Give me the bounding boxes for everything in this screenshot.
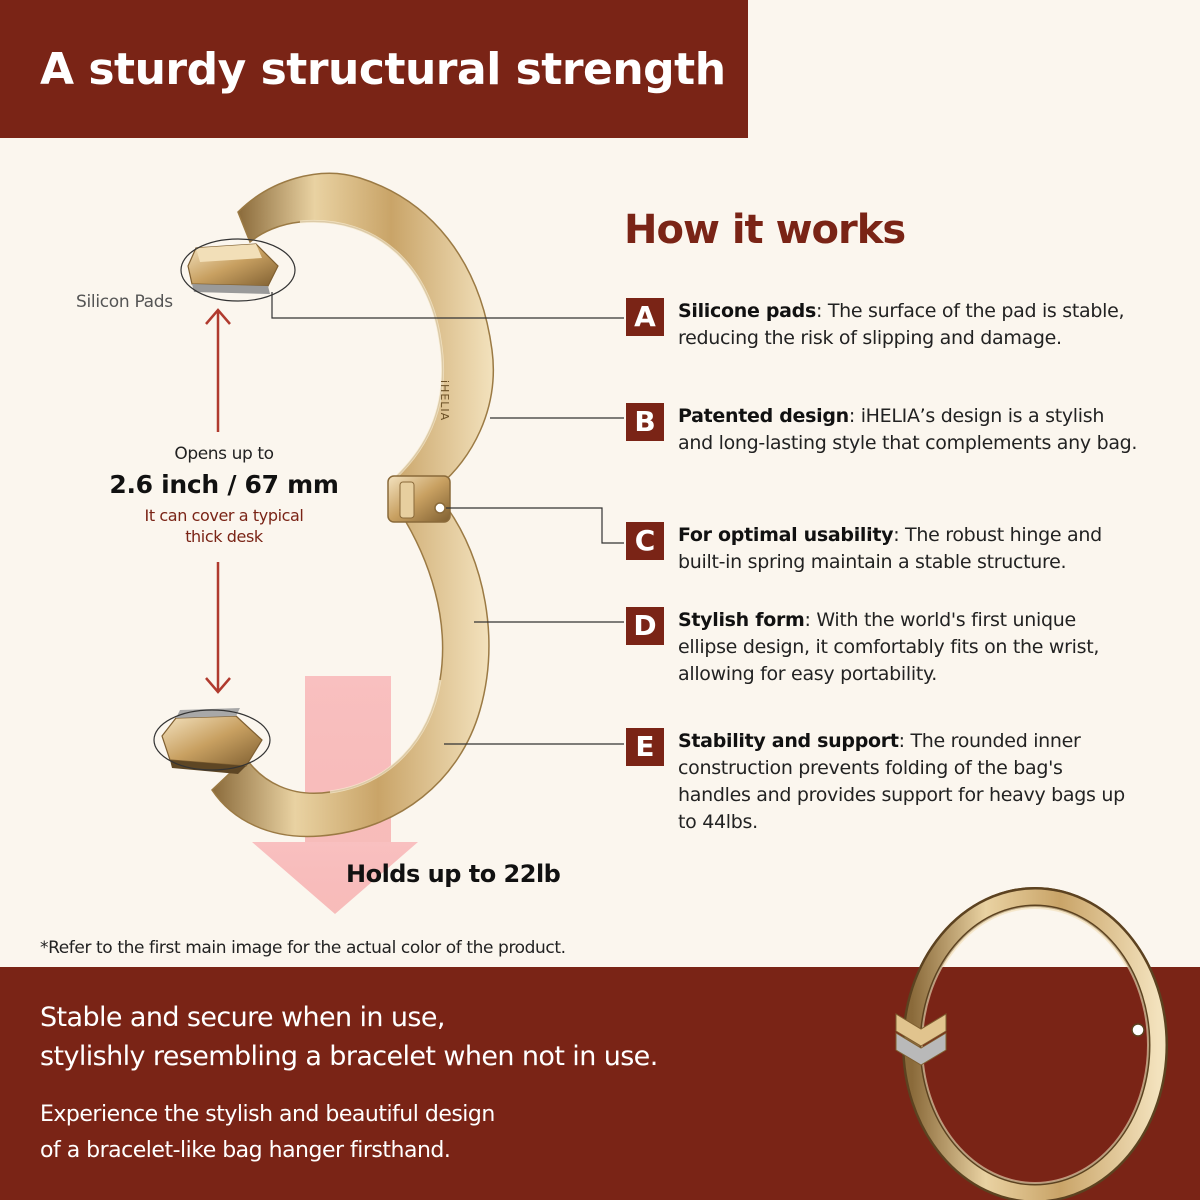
- feature-c-desc: For optimal usability: The robust hinge …: [678, 522, 1138, 576]
- feature-a-name: Silicone pads: [678, 300, 816, 322]
- lower-pad-highlight: [153, 709, 271, 771]
- how-it-works-title: How it works: [624, 207, 906, 253]
- feature-e-text: : The rounded inner construction prevent…: [678, 730, 1125, 833]
- title-banner: [0, 0, 748, 138]
- lower-pad-icon: [161, 708, 263, 774]
- page-title: A sturdy structural strength: [40, 44, 726, 95]
- bottom-subtext-line-2: of a bracelet-like bag hanger firsthand.: [40, 1138, 451, 1163]
- brand-engraving: iHELIA: [438, 380, 451, 421]
- feature-a-desc: Silicone pads: The surface of the pad is…: [678, 298, 1138, 352]
- feature-b-text: : iHELIA’s design is a stylish and long-…: [678, 405, 1138, 454]
- color-footnote: *Refer to the first main image for the a…: [40, 938, 566, 958]
- silicon-pads-label: Silicon Pads: [76, 292, 173, 312]
- opens-note-line-1: It can cover a typical: [144, 506, 304, 525]
- feature-e-desc: Stability and support: The rounded inner…: [678, 728, 1138, 836]
- feature-a-text: : The surface of the pad is stable, redu…: [678, 300, 1125, 349]
- opens-note-line-2: thick desk: [185, 527, 263, 546]
- bottom-subtext-line-1: Experience the stylish and beautiful des…: [40, 1102, 495, 1127]
- opens-note: It can cover a typical thick desk: [104, 505, 344, 547]
- upper-pad-icon: [187, 243, 279, 294]
- feature-d-text: : With the world's first unique ellipse …: [678, 609, 1100, 685]
- feature-d-letter: D: [626, 607, 664, 645]
- opens-value: 2.6 inch / 67 mm: [109, 470, 339, 499]
- opens-label: Opens up to: [174, 444, 274, 464]
- feature-b-name: Patented design: [678, 405, 849, 427]
- bottom-headline-line-2: stylishly resembling a bracelet when not…: [40, 1041, 658, 1072]
- feature-c-name: For optimal usability: [678, 524, 894, 546]
- opening-upper-arrow-icon: [205, 308, 231, 432]
- feature-b-letter: B: [626, 403, 664, 441]
- holds-weight-label: Holds up to 22lb: [346, 860, 561, 888]
- leader-lines: [271, 292, 624, 745]
- feature-e-name: Stability and support: [678, 730, 899, 752]
- feature-c-letter: C: [626, 522, 664, 560]
- upper-pad-highlight: [180, 238, 296, 302]
- hinge-icon: [387, 475, 451, 523]
- opening-lower-arrow-icon: [205, 562, 231, 694]
- feature-b-desc: Patented design: iHELIA’s design is a st…: [678, 403, 1138, 457]
- feature-a-letter: A: [626, 298, 664, 336]
- upper-arm-shape: [237, 172, 494, 486]
- feature-c-text: : The robust hinge and built-in spring m…: [678, 524, 1102, 573]
- feature-d-name: Stylish form: [678, 609, 805, 631]
- feature-d-desc: Stylish form: With the world's first uni…: [678, 607, 1138, 688]
- bottom-headline-line-1: Stable and secure when in use,: [40, 1002, 445, 1033]
- opening-size-block: Opens up to 2.6 inch / 67 mm It can cove…: [104, 444, 344, 547]
- feature-e-letter: E: [626, 728, 664, 766]
